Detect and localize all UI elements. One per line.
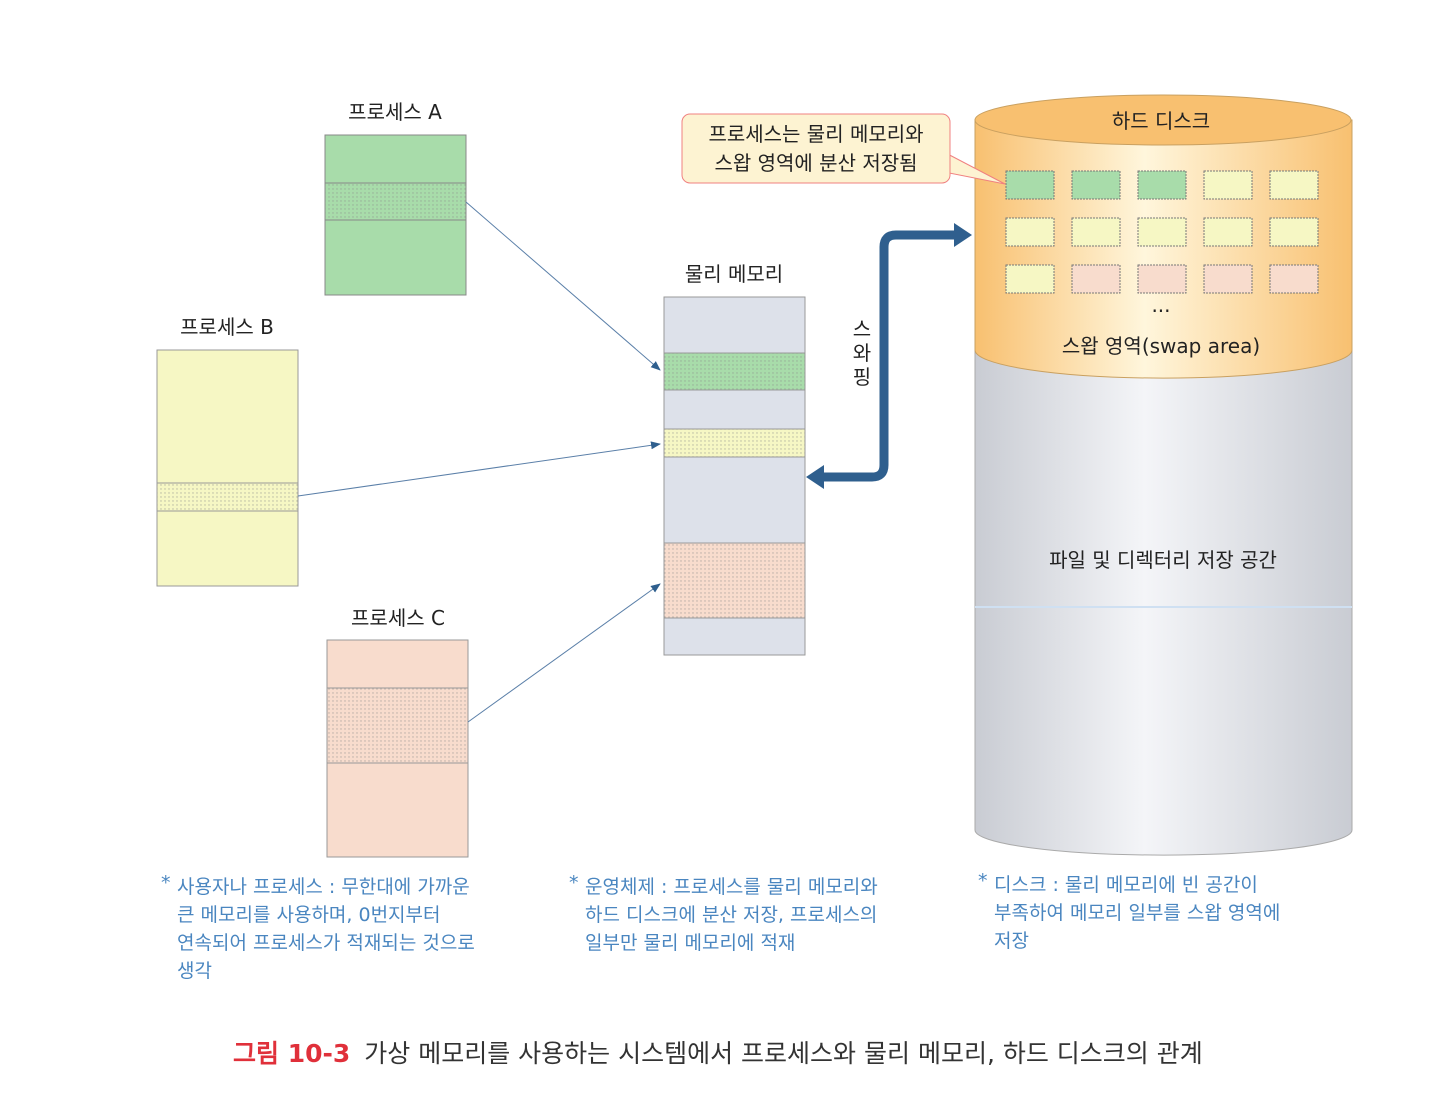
swap-slot-pink: [1203, 264, 1253, 294]
process-b-block: [156, 349, 299, 587]
process-c-label: 프로세스 C: [351, 606, 445, 630]
swap-slot-yellow: [1005, 217, 1055, 247]
swapping-arrow: [806, 223, 972, 489]
swap-slot-green: [1005, 170, 1055, 200]
figure-number: 그림 10-3: [233, 1039, 351, 1068]
figure-caption-text: 가상 메모리를 사용하는 시스템에서 프로세스와 물리 메모리, 하드 디스크의…: [364, 1039, 1203, 1068]
mapping-arrows: [297, 201, 661, 723]
process-c-block: [326, 639, 469, 858]
physical-memory-block: [663, 296, 806, 656]
arrow-b-to-memory: [297, 441, 661, 497]
note-operating-system: * 운영체제 : 프로세스를 물리 메모리와 하드 디스크에 분산 저장, 프로…: [569, 872, 878, 954]
note-user-process: * 사용자나 프로세스 : 무한대에 가까운 큰 메모리를 사용하며, 0번지부…: [161, 872, 475, 982]
swap-slot-yellow: [1071, 217, 1121, 247]
note-disk: * 디스크 : 물리 메모리에 빈 공간이 부족하여 메모리 일부를 스왑 영역…: [978, 870, 1281, 952]
swap-slot-pink: [1269, 264, 1319, 294]
swap-slot-pink: [1137, 264, 1187, 294]
figure-caption: 그림 10-3 가상 메모리를 사용하는 시스템에서 프로세스와 물리 메모리, …: [233, 1034, 1203, 1070]
callout-line-1: 프로세스는 물리 메모리와: [708, 122, 923, 146]
physical-memory-label: 물리 메모리: [685, 262, 783, 286]
process-b-label: 프로세스 B: [180, 315, 274, 339]
swapping-label-3: 핑: [853, 365, 871, 389]
swap-slot-yellow: [1137, 217, 1187, 247]
swap-slot-yellow: [1269, 217, 1319, 247]
swap-slot-green: [1137, 170, 1187, 200]
swap-slot-green: [1071, 170, 1121, 200]
arrow-c-to-memory: [467, 583, 661, 723]
swap-ellipsis: ...: [1151, 293, 1170, 317]
hard-disk-cylinder: [974, 94, 1353, 856]
callout-bubble: [681, 113, 1006, 185]
swap-area-label: 스왑 영역(swap area): [1062, 334, 1260, 358]
hard-disk-title: 하드 디스크: [1112, 109, 1210, 133]
swap-slot-yellow: [1203, 170, 1253, 200]
process-a-block: [324, 134, 467, 296]
swapping-label-2: 와: [853, 341, 871, 365]
process-a-label: 프로세스 A: [348, 100, 442, 124]
swap-grid: [1005, 170, 1319, 294]
swap-slot-yellow: [1269, 170, 1319, 200]
swap-slot-yellow: [1005, 264, 1055, 294]
file-storage-label: 파일 및 디렉터리 저장 공간: [1049, 548, 1277, 572]
swap-slot-pink: [1071, 264, 1121, 294]
callout-line-2: 스왑 영역에 분산 저장됨: [714, 151, 917, 175]
swap-slot-yellow: [1203, 217, 1253, 247]
swapping-label-1: 스: [853, 317, 871, 341]
arrow-a-to-memory: [465, 201, 661, 371]
